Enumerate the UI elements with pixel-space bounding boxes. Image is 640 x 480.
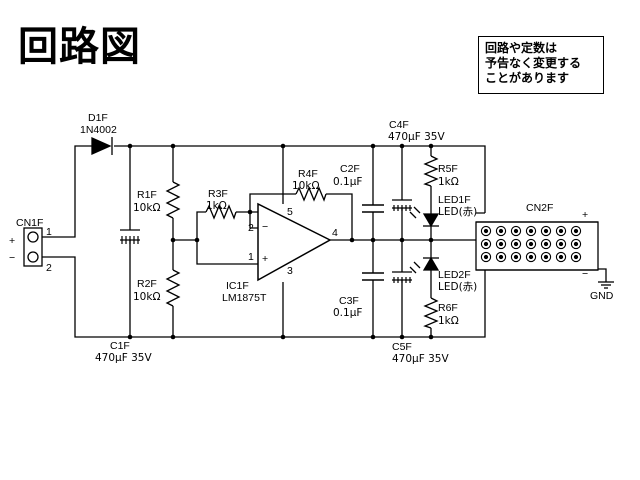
- cn2-pin-center: [483, 228, 489, 234]
- c2-value-label: 0.1μF: [333, 176, 362, 188]
- ic1-opamp: [257, 202, 332, 282]
- d1-value-label: 1N4002: [80, 124, 117, 136]
- ic1-pin1: 1: [248, 251, 254, 263]
- r6-resistor: [423, 297, 439, 329]
- ic1-ref-label: IC1F: [226, 280, 249, 292]
- r4-value-label: 10kΩ: [292, 180, 319, 192]
- cn2-pin-center: [498, 254, 504, 260]
- r5-resistor: [423, 155, 439, 187]
- cn1-label: CN1F: [16, 217, 43, 229]
- cn2-pin-center: [543, 254, 549, 260]
- cn2-plus: +: [582, 209, 588, 221]
- r1-value-label: 10kΩ: [133, 202, 160, 214]
- cn2-pin-center: [573, 241, 579, 247]
- c5-ref-label: C5F: [392, 341, 412, 353]
- c4-capacitor: [392, 199, 412, 211]
- r3-ref-label: R3F: [208, 188, 228, 200]
- r4-ref-label: R4F: [298, 168, 318, 180]
- c3-value-label: 0.1μF: [333, 307, 362, 319]
- r2-ref-label: R2F: [137, 278, 157, 290]
- ic1-pin4: 4: [332, 227, 338, 239]
- led2: [409, 256, 440, 274]
- cn2-pin-center: [498, 241, 504, 247]
- cn2-minus: −: [582, 268, 588, 280]
- ic1-pin5: 5: [287, 206, 293, 218]
- r3-resistor: [205, 204, 237, 220]
- r5-ref-label: R5F: [438, 163, 458, 175]
- led1-ref-label: LED1F: [438, 194, 471, 206]
- led1-value-label: LED(赤): [438, 206, 477, 218]
- cn2-pin-center: [543, 228, 549, 234]
- cn2-pin-center: [513, 254, 519, 260]
- cn2-pin-center: [573, 228, 579, 234]
- cn1-plus: +: [9, 235, 15, 247]
- r2-value-label: 10kΩ: [133, 291, 160, 303]
- r4-resistor: [295, 186, 327, 202]
- r3-wire: [173, 211, 258, 241]
- c1-ref-label: C1F: [110, 340, 130, 352]
- feedback-wire: [249, 193, 353, 240]
- ic1-plus: +: [262, 253, 268, 265]
- led1: [409, 206, 440, 228]
- cn1-pin1: 1: [46, 226, 52, 238]
- c1-capacitor: [120, 229, 140, 244]
- gnd-label: GND: [590, 290, 614, 302]
- cn2-pin-center: [558, 228, 564, 234]
- junction-dots: [127, 143, 434, 340]
- led2-ref-label: LED2F: [438, 269, 471, 281]
- r1-ref-label: R1F: [137, 189, 157, 201]
- cn2-pin-center: [543, 241, 549, 247]
- gnd-symbol: [598, 281, 614, 289]
- cn2-pin-center: [558, 241, 564, 247]
- cn2-label: CN2F: [526, 202, 553, 214]
- cn2-pin-center: [528, 228, 534, 234]
- cn1-minus: −: [9, 252, 15, 264]
- cn2-pin-center: [573, 254, 579, 260]
- r6-value-label: 1kΩ: [438, 315, 459, 327]
- cn2-pin-center: [483, 241, 489, 247]
- c5-value-label: 470μF 35V: [392, 353, 449, 365]
- bottom-rail: [42, 256, 486, 338]
- d1-ref-label: D1F: [88, 112, 108, 124]
- ic1-pin3: 3: [287, 265, 293, 277]
- top-rail: [42, 145, 486, 238]
- notice-box: 回路や定数は 予告なく変更する ことがあります: [478, 36, 604, 94]
- notice-line: ことがあります: [485, 71, 570, 85]
- c2-capacitor: [362, 204, 384, 213]
- r6-ref-label: R6F: [438, 302, 458, 314]
- cn2-pin-center: [483, 254, 489, 260]
- c1-value-label: 470μF 35V: [95, 352, 152, 364]
- c3-capacitor: [362, 272, 384, 281]
- c4-value-label: 470μF 35V: [388, 131, 445, 143]
- c5-capacitor: [392, 271, 412, 283]
- ninv-wire: [196, 240, 258, 265]
- cn2-pin-center: [558, 254, 564, 260]
- r2-resistor: [165, 269, 181, 307]
- r3-value-label: 1kΩ: [206, 200, 227, 212]
- c3-ref-label: C3F: [339, 295, 359, 307]
- cn2-pin-center: [528, 241, 534, 247]
- c4-ref-label: C4F: [389, 119, 409, 131]
- ic1-pin2: 2: [248, 222, 254, 234]
- ic1-value-label: LM1875T: [222, 292, 267, 304]
- cn1-pin2: 2: [46, 262, 52, 274]
- notice-line: 回路や定数は: [485, 41, 558, 55]
- notice-line: 予告なく変更する: [485, 56, 582, 70]
- ic1-minus: −: [262, 221, 268, 233]
- cn2-pin-center: [528, 254, 534, 260]
- c2-ref-label: C2F: [340, 163, 360, 175]
- r5-value-label: 1kΩ: [438, 176, 459, 188]
- cn2-pin-center: [498, 228, 504, 234]
- r1-resistor: [165, 181, 181, 219]
- page-title: 回路図: [18, 24, 141, 70]
- d1-diode: [91, 136, 113, 156]
- cn2-pin-center: [513, 241, 519, 247]
- gnd-wire: [598, 268, 607, 282]
- cn2-pin-center: [513, 228, 519, 234]
- cn2-pin-grid: [480, 225, 582, 263]
- led2-value-label: LED(赤): [438, 281, 477, 293]
- cn1-connector: [23, 227, 43, 267]
